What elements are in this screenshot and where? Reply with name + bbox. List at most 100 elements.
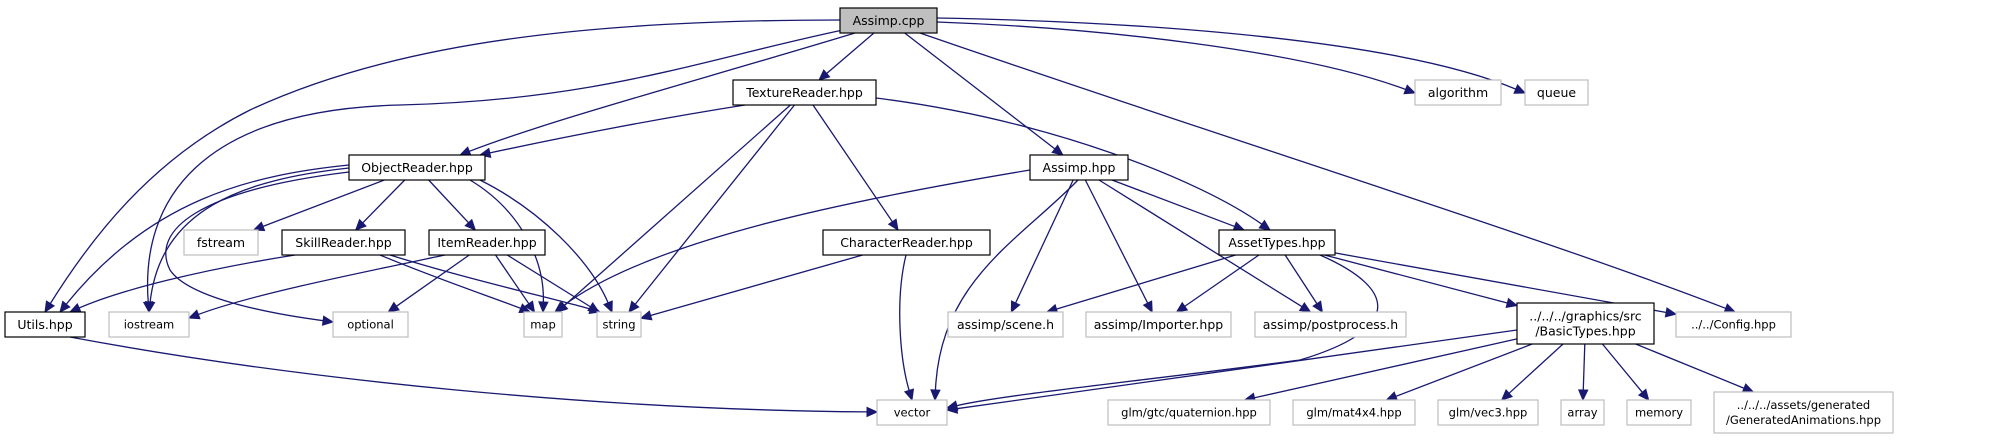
node-config: ../../Config.hpp (1675, 311, 1792, 338)
node-box[interactable] (822, 229, 991, 256)
edge-line (468, 32, 856, 153)
edge-arrowhead (44, 300, 56, 314)
nodes-layer: Assimp.cppTextureReader.hppObjectReader.… (4, 7, 1894, 434)
node-optional: optional (332, 311, 409, 338)
edge-line (1324, 254, 1509, 304)
edge-itemreader-to-map (495, 254, 536, 314)
node-box (1713, 391, 1894, 434)
edge-line (1111, 179, 1236, 228)
edge-arrowhead (252, 221, 266, 232)
edge-arrowhead (1258, 219, 1271, 231)
edge-utils-to-vector (69, 336, 879, 418)
node-box[interactable] (1516, 302, 1655, 345)
edge-line (389, 254, 592, 311)
node-box[interactable] (281, 229, 406, 256)
edge-line (506, 254, 592, 308)
edge-arrowhead (1664, 307, 1678, 318)
edge-arrowhead (603, 300, 613, 314)
edge-line (955, 329, 1518, 410)
node-assettypes[interactable]: AssetTypes.hpp (1218, 229, 1336, 256)
node-itemreader[interactable]: ItemReader.hpp (428, 229, 546, 256)
node-box[interactable] (348, 154, 486, 181)
edge-assimp_hpp-to-assettypes (1111, 179, 1246, 232)
edge-line (49, 19, 841, 305)
edge-line (936, 17, 1517, 91)
edge-line (561, 169, 1031, 308)
edge-itemreader-to-iostream (187, 254, 446, 320)
node-box[interactable] (1218, 229, 1336, 256)
node-box[interactable] (732, 79, 877, 106)
edge-objectreader-to-skillreader (354, 179, 406, 231)
edge-arrowhead (538, 301, 549, 314)
edge-skillreader-to-string (389, 254, 602, 315)
node-assimp_cpp[interactable]: Assimp.cpp (839, 7, 938, 34)
edge-arrowhead (903, 388, 915, 402)
node-box (523, 311, 563, 338)
node-objectreader[interactable]: ObjectReader.hpp (348, 154, 486, 181)
edge-arrowhead (524, 300, 536, 314)
node-label: /GeneratedAnimations.hpp (1726, 413, 1881, 427)
node-box (1254, 311, 1407, 338)
node-box[interactable] (839, 7, 938, 34)
edge-basictypes-to-quaternion (1243, 338, 1518, 403)
node-label: string (602, 318, 635, 332)
edge-line (934, 179, 1079, 392)
node-utils[interactable]: Utils.hpp (4, 311, 86, 338)
edge-arrowhead (1741, 383, 1755, 393)
edge-texturereader-to-objectreader (478, 104, 746, 158)
node-label: glm/gtc/quaternion.hpp (1121, 406, 1257, 420)
edge-line (634, 104, 796, 306)
node-mat4x4: glm/mat4x4.hpp (1292, 399, 1416, 426)
edge-line (1253, 338, 1518, 399)
edge-characterreader-to-string (639, 254, 863, 321)
node-basictypes[interactable]: ../../../graphics/src/BasicTypes.hpp (1516, 302, 1655, 345)
node-label: glm/vec3.hpp (1449, 406, 1528, 420)
edge-characterreader-to-vector (899, 254, 915, 402)
edge-arrowhead (458, 146, 472, 157)
node-box (183, 229, 259, 256)
edge-texturereader-to-map (556, 104, 791, 313)
edge-line (899, 254, 911, 392)
edge-arrowhead (1051, 144, 1064, 156)
node-vec3: glm/vec3.hpp (1437, 399, 1539, 426)
node-box (1626, 399, 1692, 426)
node-box[interactable] (4, 311, 86, 338)
edge-basictypes-to-memory (1601, 343, 1650, 401)
node-postprocess: assimp/postprocess.h (1254, 311, 1407, 338)
node-box (1560, 399, 1605, 426)
node-box[interactable] (428, 229, 546, 256)
edge-arrowhead (321, 315, 335, 326)
edge-line (77, 254, 296, 309)
edge-line (936, 21, 1407, 91)
node-box[interactable] (1029, 154, 1129, 181)
edge-assimp_hpp-to-map (554, 169, 1031, 313)
edge-assimp_hpp-to-scene (1010, 179, 1074, 314)
node-label: SkillReader.hpp (295, 235, 392, 250)
edge-line (395, 254, 470, 308)
edge-arrowhead (818, 69, 831, 81)
edge-line (1183, 254, 1260, 308)
edge-itemreader-to-optional (387, 254, 470, 313)
node-assimp_hpp[interactable]: Assimp.hpp (1029, 154, 1129, 181)
node-generatedanimations: ../../../assets/generated/GeneratedAnima… (1713, 391, 1894, 434)
node-label: fstream (197, 235, 245, 250)
edge-objectreader-to-optional (165, 171, 350, 326)
edge-line (197, 254, 446, 316)
node-box (1414, 79, 1502, 106)
edge-line (825, 32, 875, 75)
edge-basictypes-to-generatedanimations (1635, 343, 1755, 393)
edge-arrowhead (639, 310, 653, 321)
node-box (596, 311, 642, 338)
node-box (876, 399, 948, 426)
edge-objectreader-to-string (479, 179, 613, 314)
edge-arrowhead (1723, 303, 1737, 314)
node-skillreader[interactable]: SkillReader.hpp (281, 229, 406, 256)
node-characterreader[interactable]: CharacterReader.hpp (822, 229, 991, 256)
node-texturereader[interactable]: TextureReader.hpp (732, 79, 877, 106)
node-box (1675, 311, 1792, 338)
edge-arrowhead (554, 301, 567, 313)
edge-line (1084, 179, 1149, 305)
edge-line (65, 164, 350, 306)
edge-arrowhead (587, 301, 600, 313)
node-label: optional (347, 318, 394, 332)
